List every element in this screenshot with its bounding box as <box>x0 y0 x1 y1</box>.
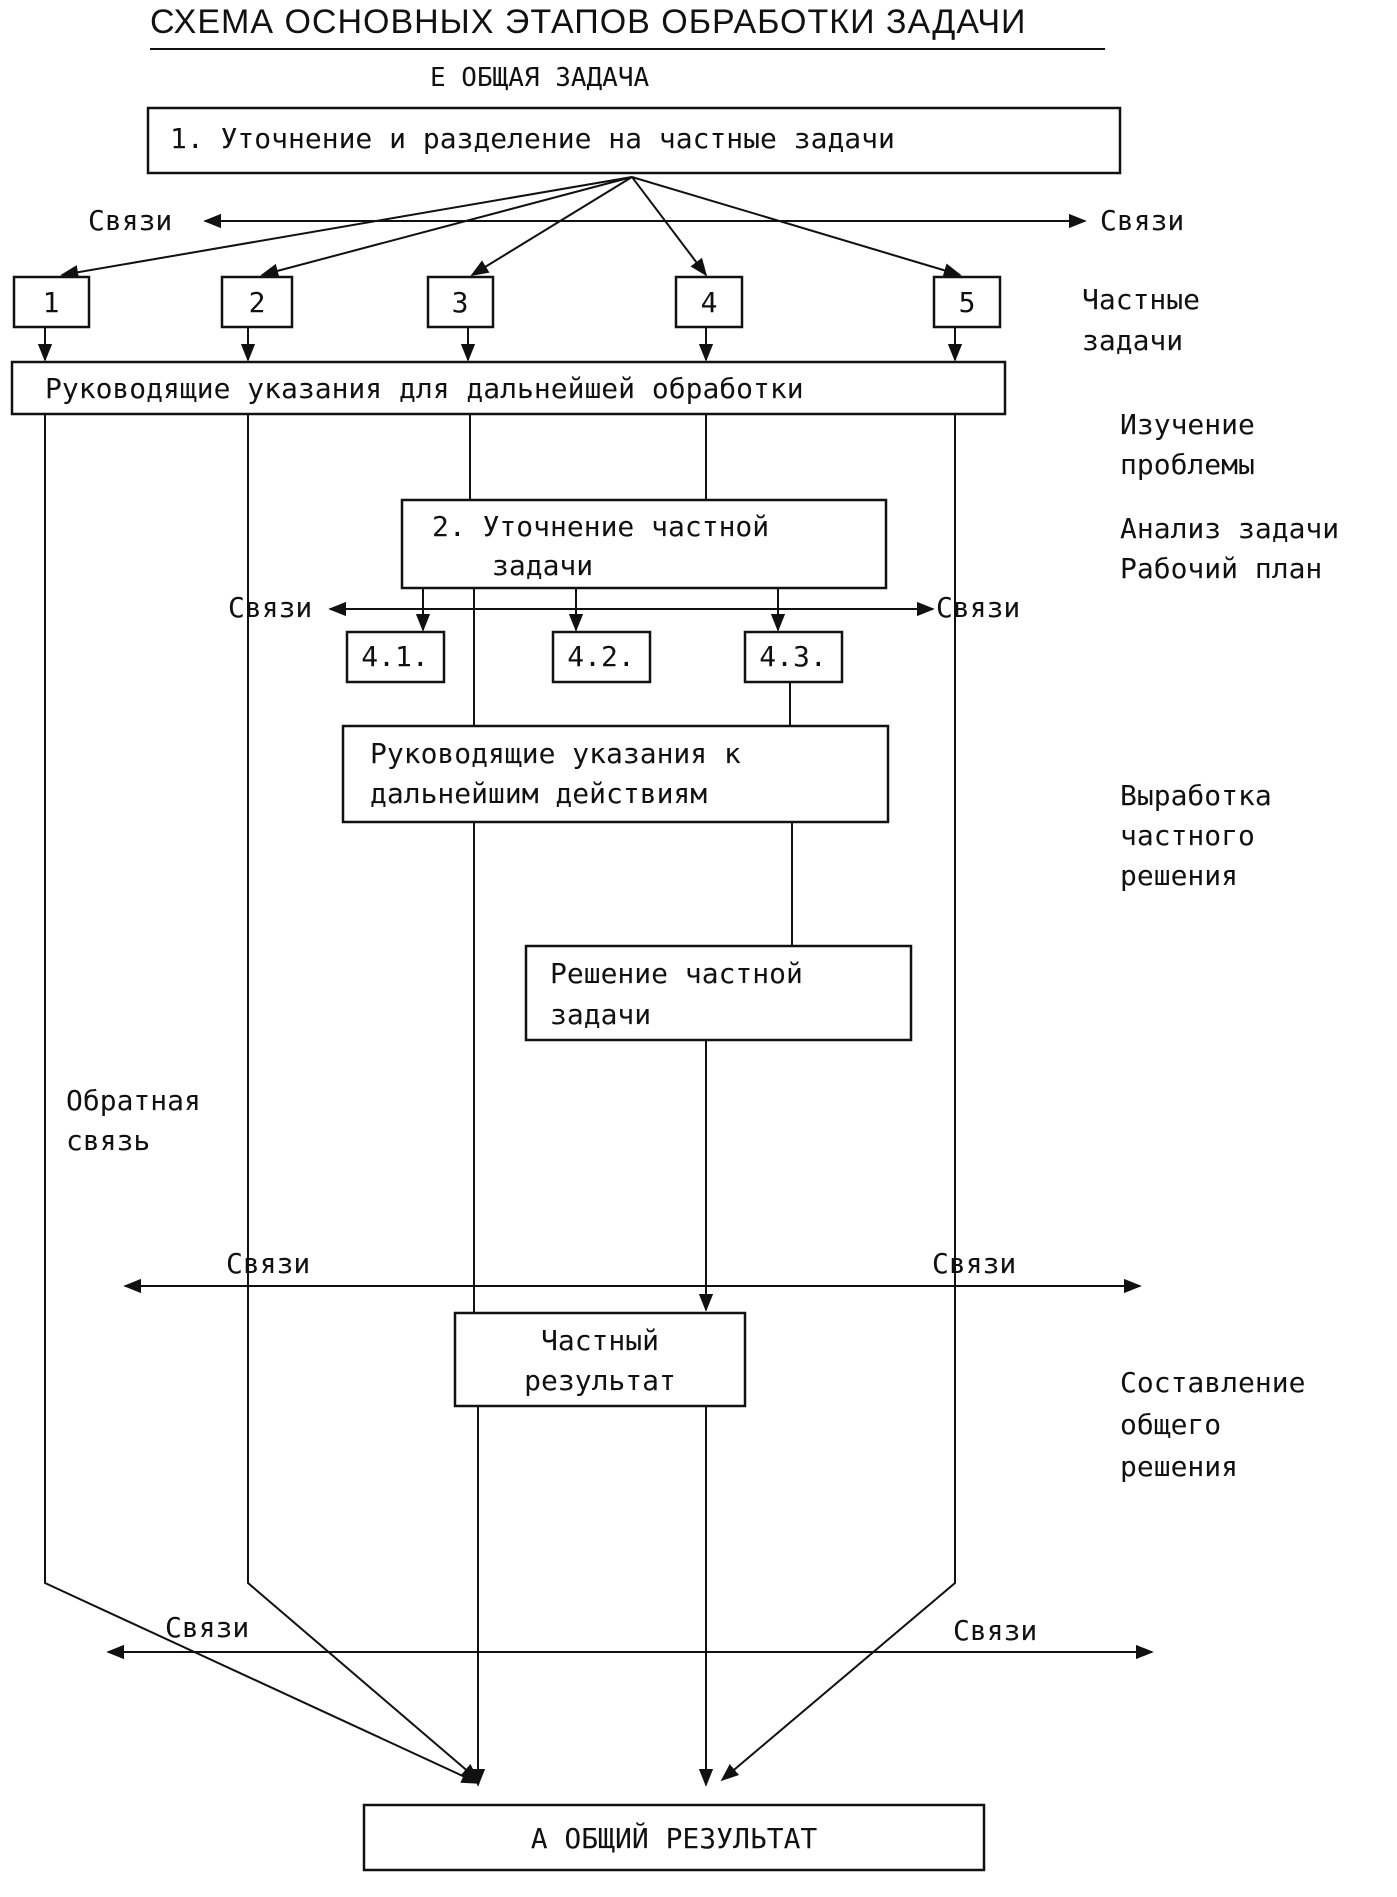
partial-result-box <box>453 1311 747 1408</box>
stage-compose-2: общего <box>1120 1408 1221 1441</box>
sub-subtask-label-2: 4.2. <box>567 640 634 673</box>
partial-solution-label-1: Решение частной <box>550 957 803 990</box>
stage-develop-3: решения <box>1120 859 1238 892</box>
general-task-label: Е ОБЩАЯ ЗАДАЧА <box>430 63 649 93</box>
sub-subtask-label-1: 4.1. <box>361 640 428 673</box>
subtask-box-5 <box>932 275 1002 329</box>
guidelines-label: Руководящие указания для дальнейшей обра… <box>45 372 804 405</box>
links-label-mid-left: Связи <box>228 591 312 624</box>
links-label-bottom-right: Связи <box>953 1614 1037 1647</box>
stage-study-2: проблемы <box>1120 448 1255 481</box>
fan-arrow-1 <box>60 176 633 280</box>
stage-develop-2: частного <box>1120 819 1255 852</box>
stage-partial-tasks-2: задачи <box>1082 324 1183 357</box>
refine-partial-label-2: задачи <box>492 549 593 582</box>
stage-develop-1: Выработка <box>1120 779 1272 812</box>
stage-partial-tasks-1: Частные <box>1082 283 1200 316</box>
partial-solution-box <box>524 944 913 1042</box>
diagram-title: СХЕМА ОСНОВНЫХ ЭТАПОВ ОБРАБОТКИ ЗАДАЧИ <box>150 3 1026 41</box>
refine-split-box <box>146 106 1122 175</box>
guidelines-box <box>10 360 1007 416</box>
general-result-label: А ОБЩИЙ РЕЗУЛЬТАТ <box>531 1821 818 1855</box>
guidelines-actions-label-1: Руководящие указания к <box>370 737 741 770</box>
links-label-top-left: Связи <box>88 204 172 237</box>
links-label-top-right: Связи <box>1100 204 1184 237</box>
partial-result-label-1: Частный <box>541 1324 659 1357</box>
stage-compose-3: решения <box>1120 1450 1238 1483</box>
partial-solution-label-2: задачи <box>550 998 651 1031</box>
refine-partial-label-1: 2. Уточнение частной <box>432 510 769 543</box>
subtask-box-1 <box>12 275 91 329</box>
guidelines-actions-box <box>341 724 890 824</box>
fan-arrow-2 <box>260 176 633 278</box>
fan-arrow-5 <box>631 176 962 278</box>
links-label-lower-right: Связи <box>932 1247 1016 1280</box>
stage-analysis-2: Рабочий план <box>1120 552 1322 585</box>
stage-analysis-1: Анализ задачи <box>1120 512 1339 545</box>
subtask-box-4 <box>674 275 744 329</box>
links-label-lower-left: Связи <box>226 1247 310 1280</box>
subtask-label-2: 2 <box>249 286 266 319</box>
subtask-label-1: 1 <box>43 286 60 319</box>
refine-partial-box <box>400 498 888 590</box>
fan-arrow-3 <box>470 176 633 276</box>
links-label-mid-right: Связи <box>936 591 1020 624</box>
guidelines-actions-label-2: дальнейшим действиям <box>370 777 707 810</box>
general-result-box <box>362 1803 986 1872</box>
feedback-label-2: связь <box>66 1124 150 1157</box>
path-col-1 <box>44 414 480 1784</box>
sub-subtask-box-1 <box>345 630 446 684</box>
stage-study-1: Изучение <box>1120 408 1255 441</box>
subtask-label-5: 5 <box>959 286 976 319</box>
subtask-label-4: 4 <box>701 286 718 319</box>
fan-arrow-4 <box>631 176 708 277</box>
subtask-box-3 <box>426 275 495 329</box>
partial-result-label-2: результат <box>524 1364 676 1397</box>
subtask-box-2 <box>220 275 294 329</box>
sub-subtask-label-3: 4.3. <box>759 640 826 673</box>
path-col-5 <box>720 414 956 1782</box>
sub-subtask-box-3 <box>743 630 844 684</box>
sub-subtask-box-2 <box>551 630 652 684</box>
refine-split-label: 1. Уточнение и разделение на частные зад… <box>170 122 895 155</box>
stage-compose-1: Составление <box>1120 1366 1305 1399</box>
feedback-label-1: Обратная <box>66 1084 201 1117</box>
subtask-label-3: 3 <box>452 286 469 319</box>
links-label-bottom-left: Связи <box>165 1611 249 1644</box>
path-col-2 <box>247 414 480 1782</box>
